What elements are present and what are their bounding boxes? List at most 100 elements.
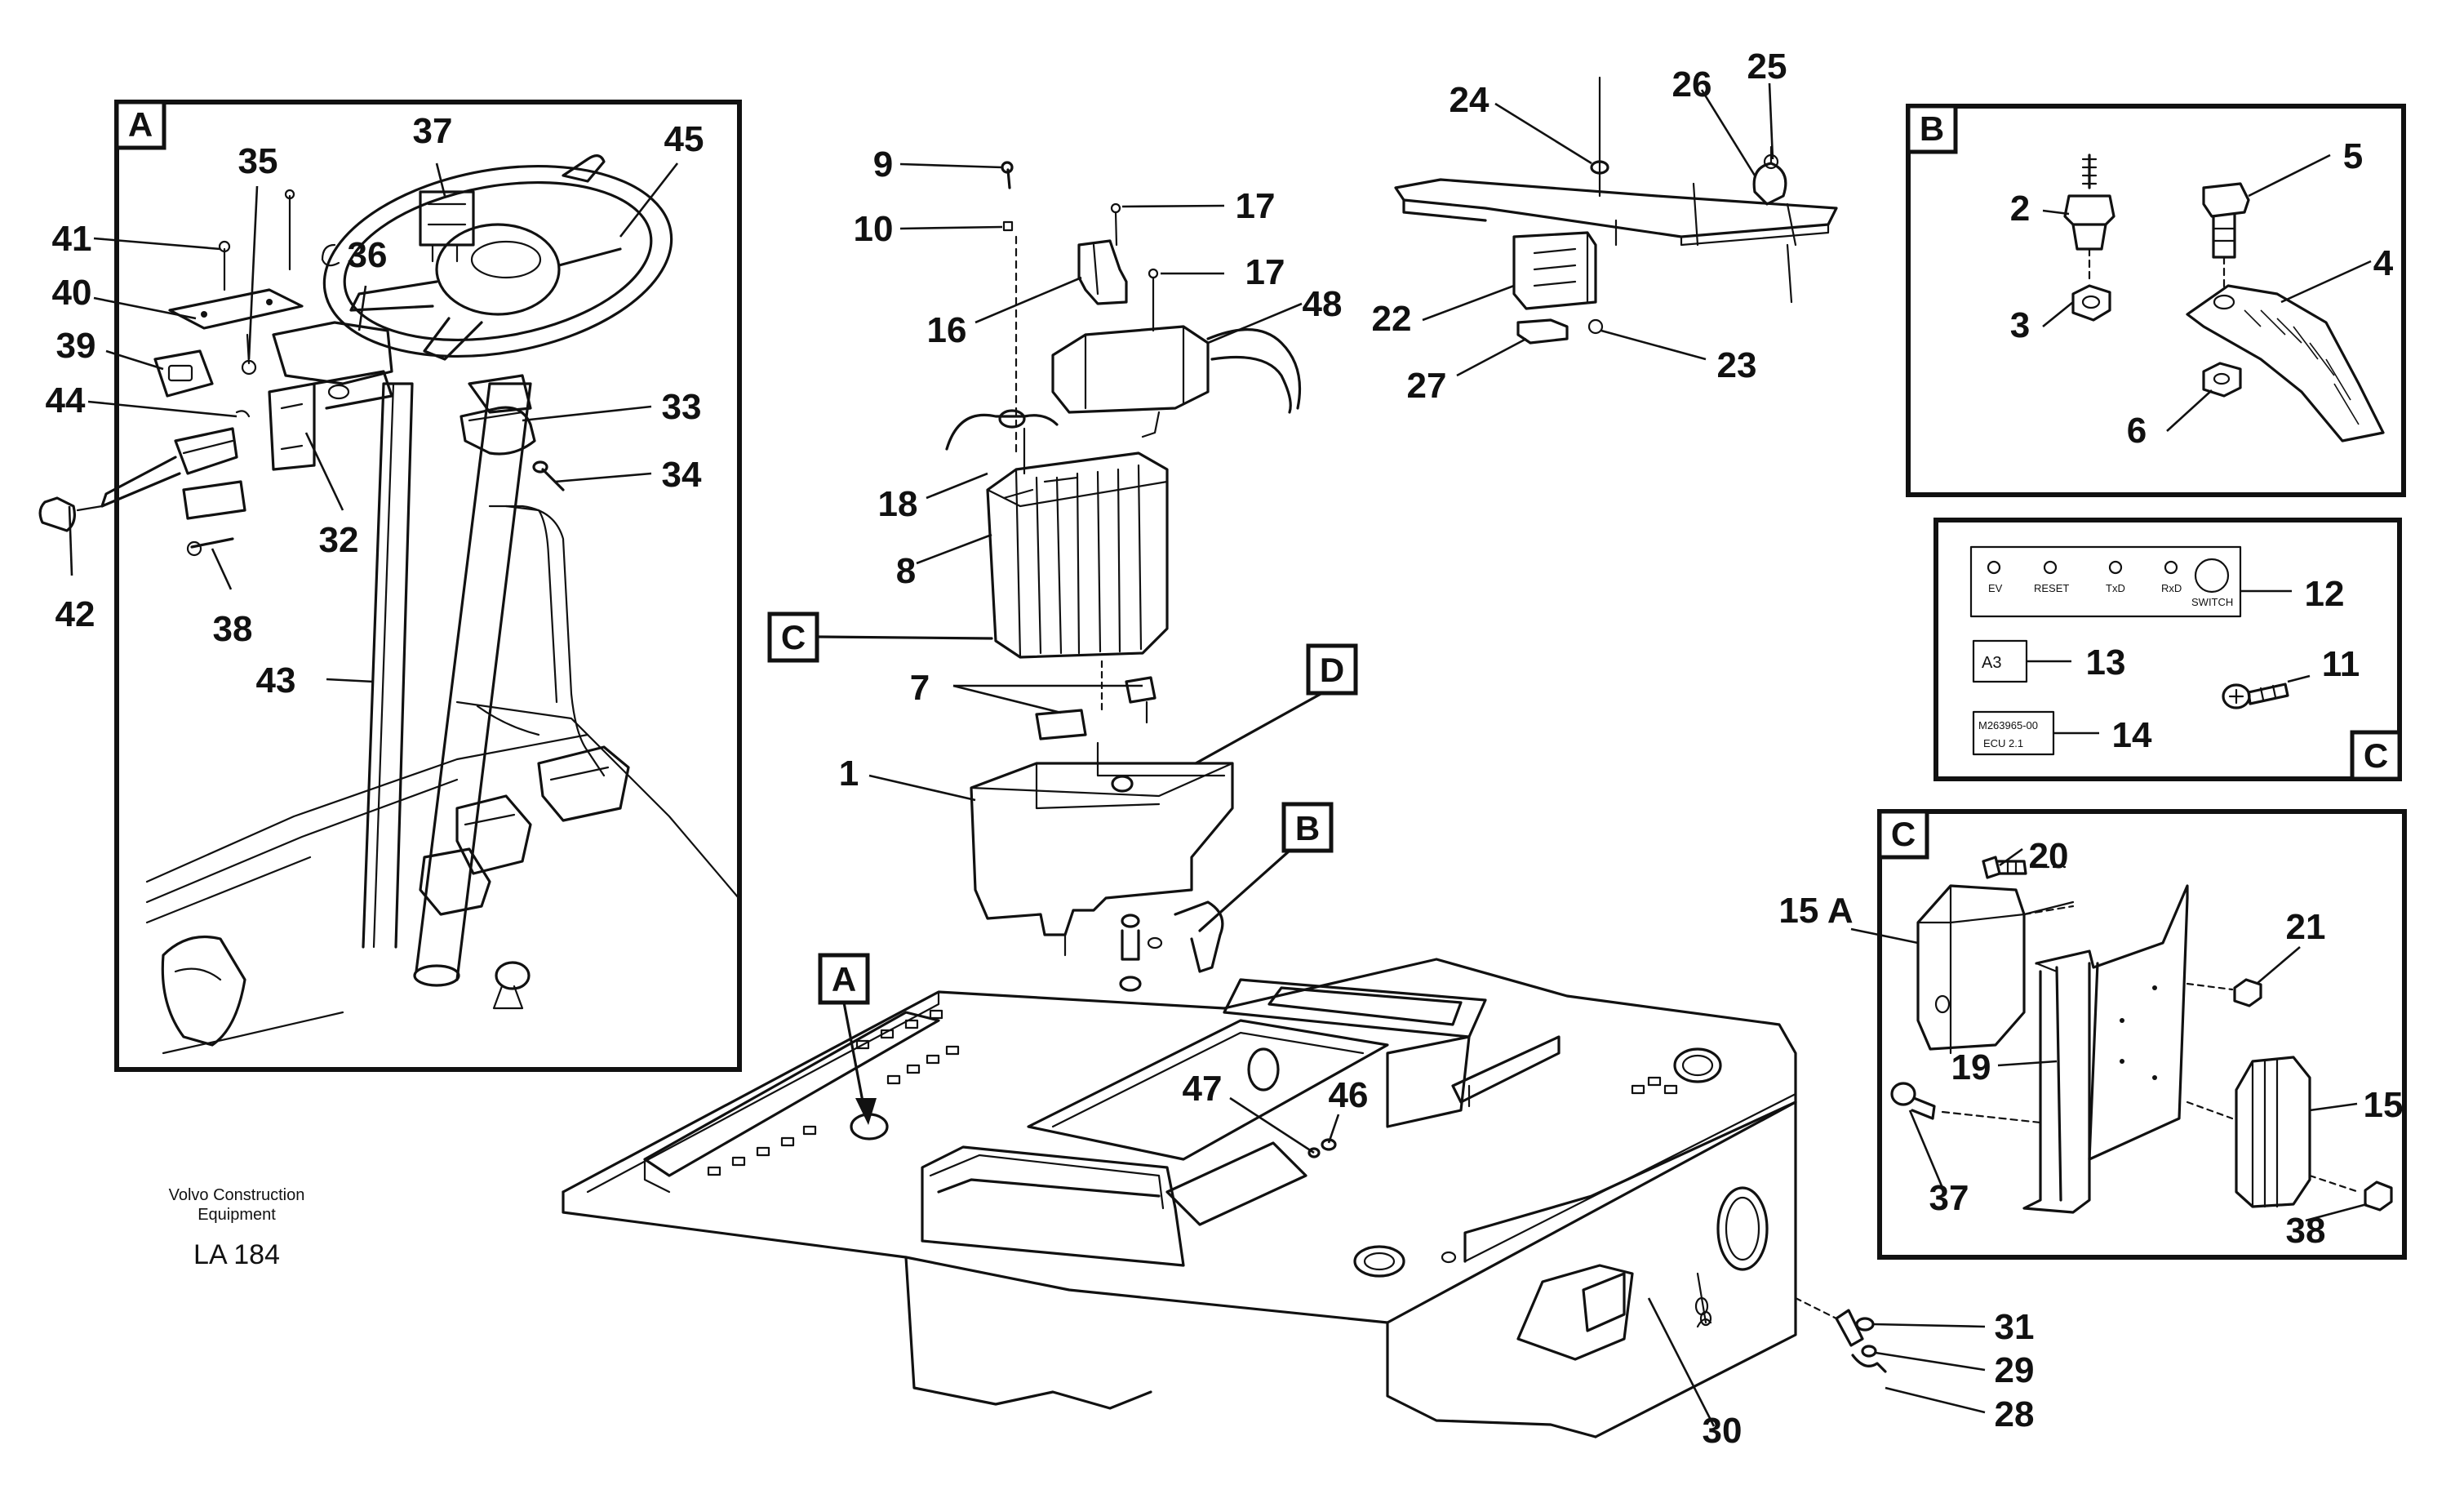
callout-47: 47 [1183, 1069, 1223, 1109]
clamp-part-33 [460, 406, 536, 456]
callout-31: 31 [1995, 1307, 2035, 1347]
callout-13: 13 [2086, 643, 2126, 683]
callout-12: 12 [2305, 574, 2345, 614]
reference-tag-c: C [767, 611, 993, 663]
box-a-label: A [128, 105, 153, 144]
knob-part-42 [38, 496, 104, 532]
callout-25: 25 [1747, 47, 1787, 87]
callout-14: 14 [2112, 715, 2152, 755]
callout-38-box-c: 38 [2286, 1211, 2326, 1251]
callout-34: 34 [662, 455, 702, 495]
led-ev-label: EV [1988, 582, 2003, 594]
nut-part-3 [2071, 284, 2111, 322]
reference-tag-d-text: D [1320, 651, 1344, 689]
callout-45: 45 [664, 119, 704, 159]
callout-26: 26 [1672, 64, 1712, 104]
switch-label: SWITCH [2191, 596, 2233, 608]
callout-15: 15 [2364, 1085, 2404, 1125]
callout-7: 7 [910, 668, 930, 708]
damper-assembly [1119, 900, 1224, 992]
callout-27: 27 [1407, 366, 1447, 406]
callout-16: 16 [927, 310, 967, 350]
reference-tag-b-text: B [1295, 809, 1320, 847]
callout-38-box-a: 38 [213, 609, 253, 649]
callout-44: 44 [46, 380, 86, 420]
callout-8: 8 [896, 551, 916, 591]
steering-wheel [321, 154, 673, 361]
reference-tag-c-text: C [781, 618, 806, 656]
reference-tag-d: D [1194, 643, 1358, 765]
spacer-part-7 [1035, 660, 1157, 740]
callout-37-box-c: 37 [1929, 1178, 1969, 1218]
callout-17-lower: 17 [1245, 252, 1285, 292]
control-unit-part-8 [986, 451, 1169, 659]
led-rxd-label: RxD [2161, 582, 2182, 594]
callout-40: 40 [52, 273, 92, 313]
callout-2: 2 [2010, 189, 2030, 229]
mounting-bracket-part-36 [268, 321, 393, 471]
sticker-part-14: M263965-00 ECU 2.1 [1972, 710, 2055, 756]
relay-module-part-48 [1051, 325, 1301, 438]
steering-column [362, 374, 532, 987]
callout-15a: 15 A [1778, 891, 1853, 931]
ground-strap-part-4 [2186, 284, 2385, 442]
screw-part-34 [532, 460, 565, 491]
callout-32: 32 [319, 520, 359, 560]
sticker-part-13: A3 [1972, 639, 2028, 683]
screw-part-11 [2222, 683, 2289, 709]
cover-plate-part-40 [168, 189, 304, 376]
relay-part-15a [1916, 884, 2075, 1055]
nut-part-38-box-c [2308, 1174, 2393, 1212]
callout-1: 1 [839, 754, 859, 794]
callout-11: 11 [2322, 644, 2360, 684]
callout-20: 20 [2029, 836, 2069, 876]
callout-37-box-a: 37 [413, 111, 453, 151]
callout-4: 4 [2373, 243, 2394, 283]
screw-part-20 [1982, 856, 2067, 879]
switch-part-44 [100, 410, 251, 520]
switch-part-39 [153, 349, 214, 398]
bracket-part-19 [2022, 884, 2189, 1214]
screw-part-37-box-c [1890, 1082, 2042, 1124]
sticker-ecu-line1: M263965-00 [1978, 719, 2038, 731]
company-name-line2: Equipment [198, 1206, 276, 1224]
callout-10: 10 [854, 209, 894, 249]
damper-part-2 [2063, 153, 2115, 283]
box-b-label: B [1920, 109, 1944, 148]
detail-box-b: B [1906, 104, 2406, 497]
pin-part-38 [186, 537, 234, 557]
callout-46: 46 [1329, 1075, 1369, 1115]
callout-24: 24 [1450, 80, 1489, 120]
box-c-large-label: C [1891, 815, 1916, 853]
callout-48: 48 [1303, 284, 1343, 324]
reference-tag-b: B [1198, 802, 1334, 932]
frame-slots [707, 1009, 1678, 1176]
mounting-plate-assembly [1394, 76, 1838, 345]
callout-29: 29 [1995, 1350, 2035, 1390]
screw-part-17 [1110, 202, 1159, 332]
led-panel-part-12: EV RESET TxD RxD SWITCH [1969, 545, 2242, 618]
callout-6: 6 [2127, 411, 2147, 451]
reference-tag-a-text: A [832, 960, 856, 998]
reference-tag-a: A [818, 953, 877, 1125]
callout-18: 18 [878, 484, 918, 524]
callout-28: 28 [1995, 1394, 2035, 1434]
holder-tray-part-1 [970, 741, 1234, 957]
nut-part-6 [2202, 362, 2242, 398]
wire-part-18 [945, 409, 1059, 475]
box-c-small-label: C [2364, 736, 2388, 775]
led-txd-label: TxD [2106, 582, 2125, 594]
horn-switch-part-37 [419, 190, 475, 263]
callout-leaders [68, 82, 2372, 1427]
sticker-ecu-line2: ECU 2.1 [1983, 737, 2023, 749]
callout-numbers: 41 40 39 44 42 35 36 37 45 33 34 32 38 4… [46, 47, 2404, 1451]
detail-box-c-labels: C EV RESET TxD RxD SWITCH A3 M263965-00 … [1933, 518, 2402, 781]
company-name-line1: Volvo Construction [169, 1186, 305, 1204]
callout-3: 3 [2010, 305, 2030, 345]
callout-41: 41 [52, 219, 92, 259]
cab-frame [562, 958, 1887, 1438]
figure-code: LA 184 [193, 1239, 280, 1270]
sticker-a3-text: A3 [1982, 654, 2001, 672]
